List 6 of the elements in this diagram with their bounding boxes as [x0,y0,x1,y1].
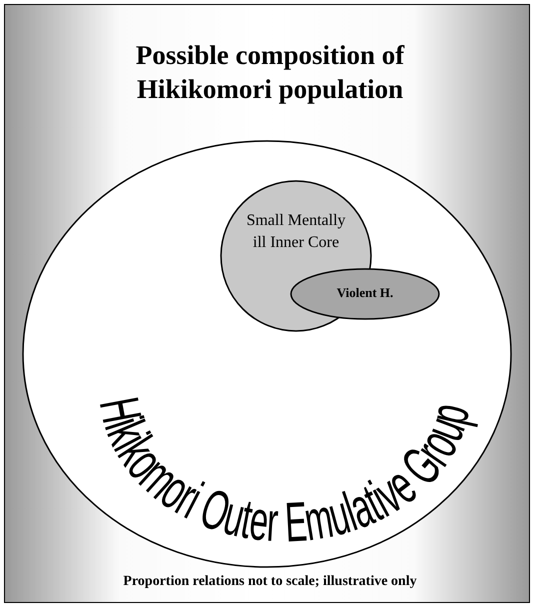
title: Possible composition of Hikikomori population [134,39,406,106]
group-circle [22,140,512,568]
node-label: Violent H. [336,284,394,302]
caption: Proportion relations not to scale; illustrative only [122,574,418,590]
node-label: Small Mentally ill Inner Core [245,211,347,253]
subgroup-ellipse [290,268,440,320]
